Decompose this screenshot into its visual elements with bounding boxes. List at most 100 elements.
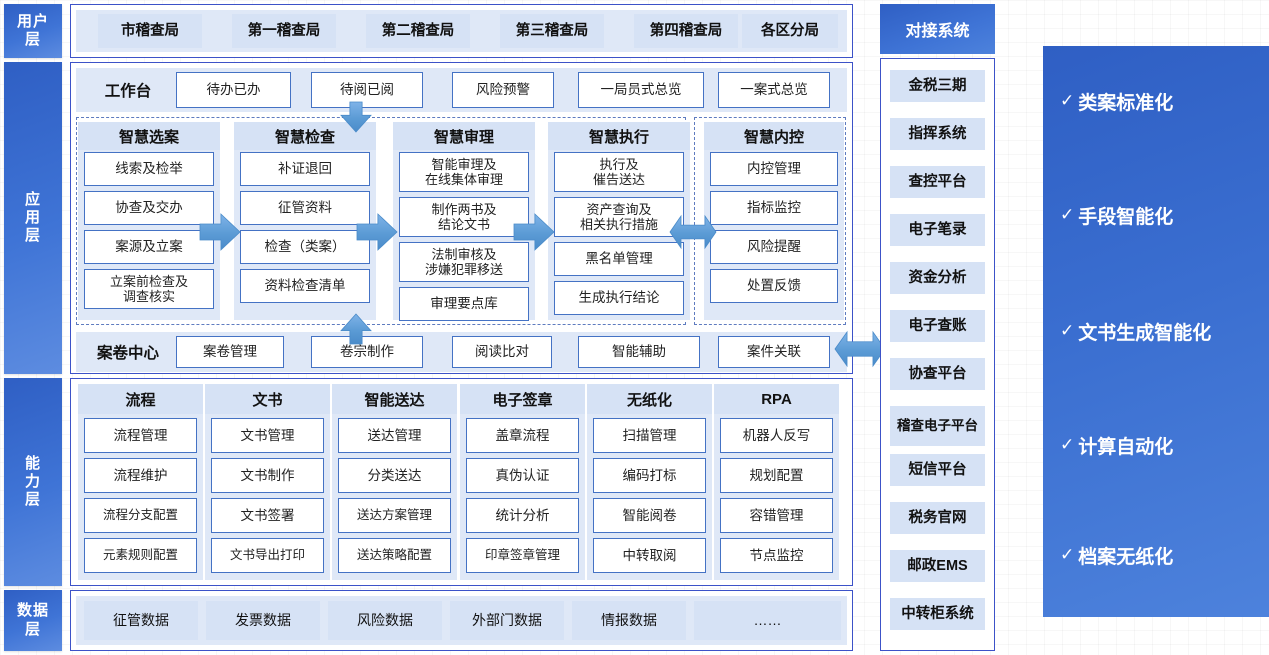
benefit-item-3: ✓计算自动化 [1060, 430, 1260, 460]
data-source-chip-3[interactable]: 外部门数据 [450, 601, 564, 640]
workbench-label: 工作台 [104, 83, 152, 100]
workbench-item-3[interactable]: 一局员式总览 [578, 72, 704, 108]
app-group-2-item-2[interactable]: 法制审核及涉嫌犯罪移送 [399, 242, 529, 282]
app-group-4-item-1[interactable]: 指标监控 [710, 191, 838, 225]
benefit-item-1: ✓手段智能化 [1060, 200, 1260, 230]
app-group-3-item-1[interactable]: 资产查询及相关执行措施 [554, 197, 684, 237]
user-org-chip-5[interactable]: 各区分局 [742, 14, 838, 48]
workbench-item-4[interactable]: 一案式总览 [718, 72, 830, 108]
cap-group-3-item-1[interactable]: 真伪认证 [466, 458, 579, 493]
app-group-0-item-0[interactable]: 线索及检举 [84, 152, 214, 186]
interface-system-chip-3[interactable]: 电子笔录 [890, 214, 985, 246]
interface-system-chip-0[interactable]: 金税三期 [890, 70, 985, 102]
cap-group-5-item-1[interactable]: 规划配置 [720, 458, 833, 493]
data-source-chip-5[interactable]: …… [694, 601, 841, 640]
cap-group-0-item-1[interactable]: 流程维护 [84, 458, 197, 493]
flow-arrow-select-to-inspect [198, 212, 242, 252]
archive-item-3[interactable]: 智能辅助 [578, 336, 700, 368]
app-group-2-item-0[interactable]: 智能审理及在线集体审理 [399, 152, 529, 192]
cap-group-0-item-3[interactable]: 元素规则配置 [84, 538, 197, 573]
app-group-4-item-3[interactable]: 处置反馈 [710, 269, 838, 303]
archive-item-4[interactable]: 案件关联 [718, 336, 830, 368]
cap-group-4-item-1[interactable]: 编码打标 [593, 458, 706, 493]
workbench-item-1[interactable]: 待阅已阅 [311, 72, 423, 108]
interface-system-chip-5[interactable]: 电子查账 [890, 310, 985, 342]
interface-system-chip-11[interactable]: 中转柜系统 [890, 598, 985, 630]
layer-rail-label: 应用层 [24, 190, 41, 245]
app-group-4-item-0[interactable]: 内控管理 [710, 152, 838, 186]
user-org-chip-0[interactable]: 市稽查局 [98, 14, 202, 48]
layer-rail-label: 能力层 [24, 454, 41, 509]
flow-arrow-app-to-systems [833, 330, 887, 368]
interface-system-chip-1[interactable]: 指挥系统 [890, 118, 985, 150]
benefits-panel [1043, 46, 1269, 617]
cap-group-3-item-3[interactable]: 印章签章管理 [466, 538, 579, 573]
cap-group-title-1: 文书 [205, 384, 330, 414]
cap-group-5-item-2[interactable]: 容错管理 [720, 498, 833, 533]
app-group-1-item-1[interactable]: 征管资料 [240, 191, 370, 225]
app-group-2-item-1[interactable]: 制作两书及结论文书 [399, 197, 529, 237]
interface-system-chip-9[interactable]: 税务官网 [890, 502, 985, 534]
cap-group-1-item-3[interactable]: 文书导出打印 [211, 538, 324, 573]
app-group-1-item-3[interactable]: 资料检查清单 [240, 269, 370, 303]
app-group-0-item-1[interactable]: 协查及交办 [84, 191, 214, 225]
cap-group-1-item-2[interactable]: 文书签署 [211, 498, 324, 533]
data-source-chip-2[interactable]: 风险数据 [328, 601, 442, 640]
interface-system-chip-10[interactable]: 邮政EMS [890, 550, 985, 582]
interface-system-chip-8[interactable]: 短信平台 [890, 454, 985, 486]
interface-system-chip-6[interactable]: 协查平台 [890, 358, 985, 390]
interface-system-chip-4[interactable]: 资金分析 [890, 262, 985, 294]
user-org-chip-2[interactable]: 第二稽查局 [366, 14, 470, 48]
cap-group-title-4: 无纸化 [587, 384, 712, 414]
check-icon: ✓ [1060, 205, 1075, 224]
data-source-chip-1[interactable]: 发票数据 [206, 601, 320, 640]
layer-rail-capability: 能力层 [4, 378, 62, 586]
cap-group-2-item-0[interactable]: 送达管理 [338, 418, 451, 453]
benefit-item-2: ✓文书生成智能化 [1060, 316, 1260, 346]
archive-item-2[interactable]: 阅读比对 [452, 336, 552, 368]
cap-group-3-item-0[interactable]: 盖章流程 [466, 418, 579, 453]
app-group-0-item-3[interactable]: 立案前检查及调查核实 [84, 269, 214, 309]
cap-group-2-item-1[interactable]: 分类送达 [338, 458, 451, 493]
cap-group-1-item-0[interactable]: 文书管理 [211, 418, 324, 453]
interface-system-chip-2[interactable]: 查控平台 [890, 166, 985, 198]
interface-system-chip-7[interactable]: 稽查电子平台 [890, 406, 985, 446]
user-org-chip-4[interactable]: 第四稽查局 [634, 14, 738, 48]
data-source-chip-4[interactable]: 情报数据 [572, 601, 686, 640]
workbench-item-2[interactable]: 风险预警 [452, 72, 554, 108]
cap-group-5-item-0[interactable]: 机器人反写 [720, 418, 833, 453]
flow-arrow-workbench-down [339, 100, 373, 134]
cap-group-4-item-2[interactable]: 智能阅卷 [593, 498, 706, 533]
benefit-item-4: ✓档案无纸化 [1060, 540, 1260, 570]
archive-item-0[interactable]: 案卷管理 [176, 336, 284, 368]
cap-group-2-item-3[interactable]: 送达策略配置 [338, 538, 451, 573]
flow-arrow-inspect-to-review [355, 212, 399, 252]
cap-group-5-item-3[interactable]: 节点监控 [720, 538, 833, 573]
archive-item-1[interactable]: 卷宗制作 [311, 336, 423, 368]
app-group-1-item-0[interactable]: 补证退回 [240, 152, 370, 186]
workbench-item-0[interactable]: 待办已办 [176, 72, 291, 108]
user-org-chip-3[interactable]: 第三稽查局 [500, 14, 604, 48]
benefit-label: 档案无纸化 [1078, 546, 1174, 568]
check-icon: ✓ [1060, 435, 1075, 454]
app-group-3-item-3[interactable]: 生成执行结论 [554, 281, 684, 315]
cap-group-0-item-2[interactable]: 流程分支配置 [84, 498, 197, 533]
app-group-3-item-2[interactable]: 黑名单管理 [554, 242, 684, 276]
cap-group-1-item-1[interactable]: 文书制作 [211, 458, 324, 493]
check-icon: ✓ [1060, 545, 1075, 564]
cap-group-4-item-3[interactable]: 中转取阅 [593, 538, 706, 573]
cap-group-title-2: 智能送达 [332, 384, 457, 414]
app-group-4-item-2[interactable]: 风险提醒 [710, 230, 838, 264]
user-org-chip-1[interactable]: 第一稽查局 [232, 14, 336, 48]
cap-group-3-item-2[interactable]: 统计分析 [466, 498, 579, 533]
cap-group-0-item-0[interactable]: 流程管理 [84, 418, 197, 453]
app-group-0-item-2[interactable]: 案源及立案 [84, 230, 214, 264]
cap-group-2-item-2[interactable]: 送达方案管理 [338, 498, 451, 533]
data-source-chip-0[interactable]: 征管数据 [84, 601, 198, 640]
app-group-3-item-0[interactable]: 执行及催告送达 [554, 152, 684, 192]
cap-group-title-3: 电子签章 [460, 384, 585, 414]
app-group-title-4: 智慧内控 [704, 122, 844, 150]
app-group-2-item-3[interactable]: 审理要点库 [399, 287, 529, 321]
app-group-1-item-2[interactable]: 检查（类案） [240, 230, 370, 264]
cap-group-4-item-0[interactable]: 扫描管理 [593, 418, 706, 453]
